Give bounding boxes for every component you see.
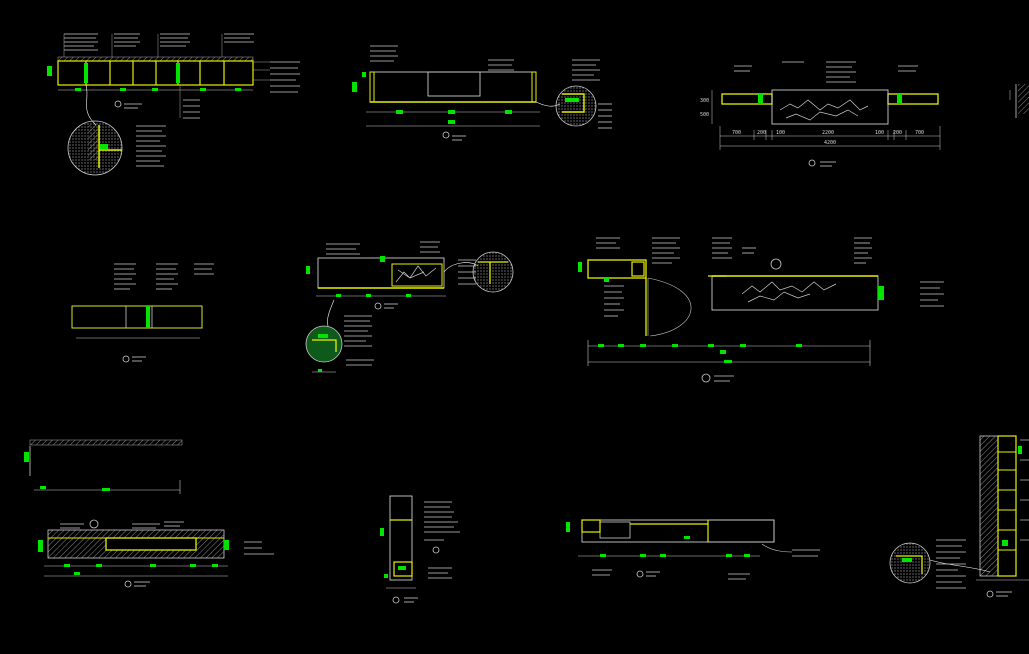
- dim-200-left: 200: [757, 130, 766, 136]
- dim-100-right: 100: [875, 130, 884, 136]
- section-6: [578, 237, 944, 383]
- elevation-2: [352, 45, 612, 141]
- plan-3: 700 200 100 2200 100 200 700 4200 300 50…: [700, 61, 941, 167]
- partial-right-top: [1009, 84, 1029, 118]
- dim-700-left: 700: [732, 130, 741, 136]
- section-10: [566, 519, 820, 580]
- section-8: [38, 519, 274, 588]
- dim-total: 4200: [824, 140, 836, 146]
- dim-2200: 2200: [822, 130, 834, 136]
- elevation-4: [71, 263, 214, 363]
- dim-height-right: 500: [700, 112, 709, 118]
- section-5: [305, 241, 514, 373]
- section-11: [889, 435, 1029, 598]
- plan-7: [24, 439, 183, 494]
- dim-height-left: 300: [700, 98, 709, 104]
- section-9: [380, 495, 460, 604]
- elevation-1: [47, 33, 300, 176]
- dim-100-left: 100: [776, 130, 785, 136]
- dim-200-right: 200: [893, 130, 902, 136]
- dim-700-right: 700: [915, 130, 924, 136]
